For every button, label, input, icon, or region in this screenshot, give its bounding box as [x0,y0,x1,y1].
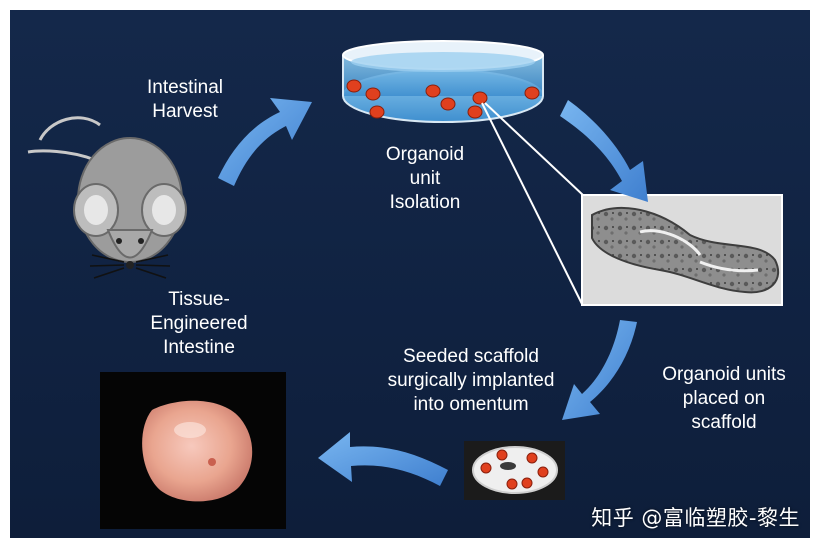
magnification-lines [481,102,585,305]
arrow-harvest-to-isolation [218,98,312,186]
label-organoid-unit-isolation: Organoid unit Isolation [385,144,465,213]
scaffold-with-organoids [464,441,565,500]
organoid-units-in-dish [346,79,540,119]
zhihu-watermark: 知乎 @富临塑胶-黎生 [591,506,800,530]
arrow-scaffold-to-tissue [318,432,448,486]
arrow-histology-to-scaffold [562,320,637,420]
histology-micrograph [581,194,783,306]
mouse-illustration [27,116,187,279]
tissue-engineered-intestine-photo [100,372,286,529]
arrow-isolation-to-histology [560,100,648,202]
label-seeded-scaffold-implanted: Seeded scaffold surgically implanted int… [387,346,555,415]
label-intestinal-harvest: Intestinal Harvest [146,77,224,122]
label-tissue-engineered-intestine: Tissue- Engineered Intestine [150,289,248,358]
label-organoid-units-placed: Organoid units placed on scaffold [662,364,786,433]
cycle-arrows [218,98,648,486]
